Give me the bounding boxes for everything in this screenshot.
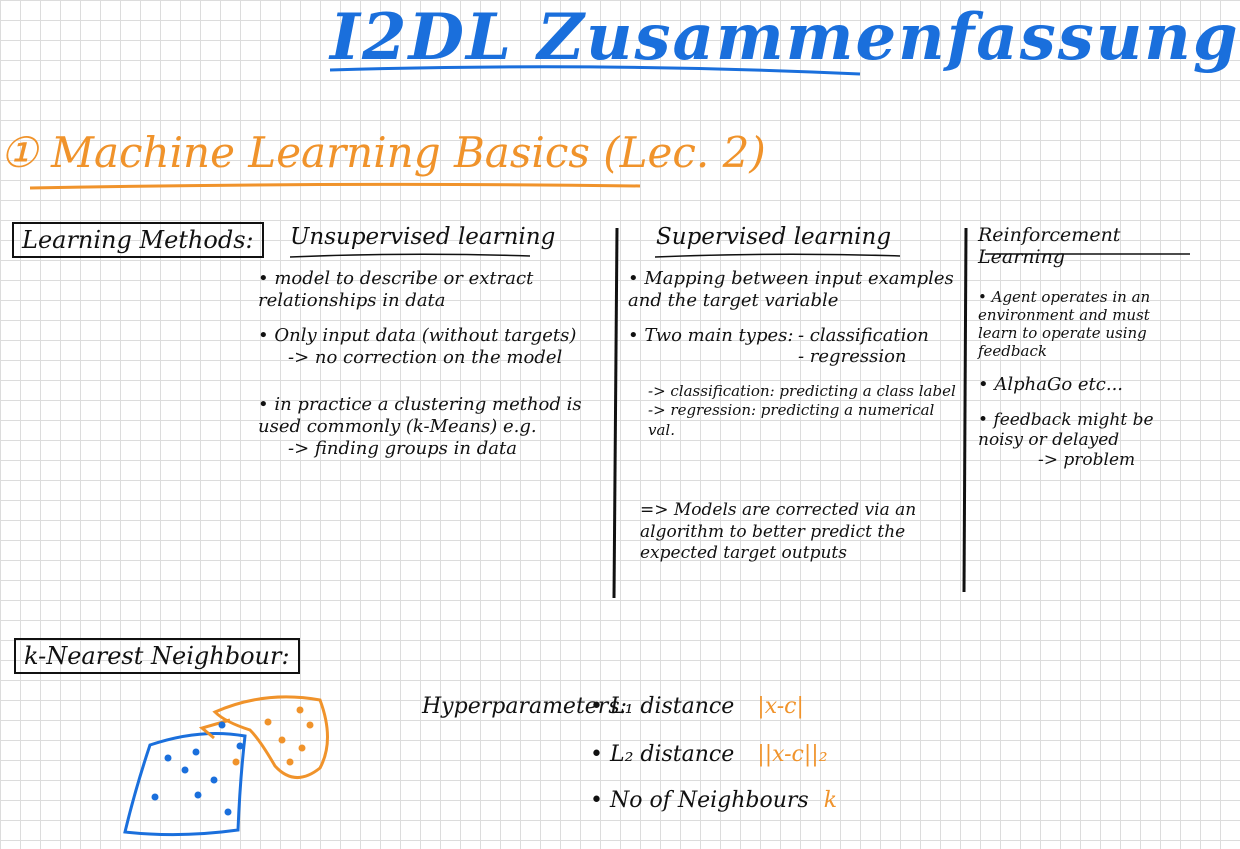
reinforcement-bullet-2: AlphaGo etc... xyxy=(978,374,1193,396)
hyperparam-k-label: • No of Neighbours xyxy=(590,788,809,813)
point xyxy=(236,742,244,750)
column-reinforcement: Reinforcement Learning Agent operates in… xyxy=(978,224,1193,485)
note-classification: -> classification: predicting a class la… xyxy=(648,381,956,400)
column-supervised: Supervised learning Mapping between inpu… xyxy=(628,224,958,564)
point xyxy=(151,793,159,801)
note-regression: -> regression: predicting a numerical va… xyxy=(648,401,935,439)
supervised-bullet-1: Mapping between input examples and the t… xyxy=(628,268,958,311)
point xyxy=(296,706,304,714)
reinforcement-bullets: Agent operates in an environment and mus… xyxy=(978,288,1193,471)
reinforcement-bullet-1: Agent operates in an environment and mus… xyxy=(978,288,1193,360)
unsupervised-bullet-1: model to describe or extract relationshi… xyxy=(258,268,608,311)
point xyxy=(264,718,272,726)
hyperparam-l1-label: • L₁ distance xyxy=(590,694,735,719)
supervised-bullets: Mapping between input examples and the t… xyxy=(628,268,958,368)
unsupervised-note: -> no correction on the model xyxy=(288,346,563,368)
ink-strokes xyxy=(29,65,1190,837)
unsupervised-sub: -> finding groups in data xyxy=(288,437,517,459)
point xyxy=(194,791,202,799)
heading-reinforcement: Reinforcement Learning xyxy=(978,224,1121,268)
learning-methods-label: Learning Methods: xyxy=(12,222,264,258)
point xyxy=(286,758,294,766)
kmeans-note: (k-Means) e.g. xyxy=(405,415,537,437)
hyperparam-l2: • L₂ distance ||x-c||₂ xyxy=(590,742,828,767)
column-divider-1 xyxy=(612,227,619,599)
supervised-bullet-2: Two main types: - classification - regre… xyxy=(628,325,958,368)
blue-points xyxy=(151,721,244,816)
heading-underline-unsupervised xyxy=(289,253,531,258)
orange-points xyxy=(232,706,314,766)
orange-cluster-outline xyxy=(212,695,329,779)
reinforcement-bullet-3: feedback might be noisy or delayed -> pr… xyxy=(978,410,1193,471)
blue-cluster-outline xyxy=(123,731,247,837)
unsupervised-bullet-3: in practice a clustering method is used … xyxy=(258,394,608,459)
heading-unsupervised: Unsupervised learning xyxy=(290,224,556,250)
point xyxy=(218,721,226,729)
point xyxy=(232,758,240,766)
page-title: I2DL Zusammenfassung xyxy=(330,0,1240,75)
unsupervised-bullets: model to describe or extract relationshi… xyxy=(258,268,608,459)
point xyxy=(164,754,172,762)
hyperparam-k-formula: k xyxy=(823,788,838,813)
knn-label: k-Nearest Neighbour: xyxy=(14,638,300,674)
point xyxy=(210,776,218,784)
hyperparam-l1: • L₁ distance |x-c| xyxy=(590,694,804,719)
hyperparam-k: • No of Neighbours k xyxy=(590,788,837,813)
point xyxy=(224,808,232,816)
hyperparam-l1-formula: |x-c| xyxy=(757,694,804,719)
type-classification: - classification xyxy=(798,324,929,346)
point xyxy=(181,766,189,774)
title-underline xyxy=(329,65,861,76)
reinforcement-sub: -> problem xyxy=(1038,450,1136,471)
unsupervised-bullet-2: Only input data (without targets) -> no … xyxy=(258,325,608,368)
heading-underline-supervised xyxy=(654,253,901,258)
hyperparam-l2-formula: ||x-c||₂ xyxy=(757,742,828,767)
section-underline xyxy=(29,182,641,190)
hyperparam-l2-label: • L₂ distance xyxy=(590,742,735,767)
type-regression: - regression xyxy=(798,346,907,368)
supervised-notes: -> classification: predicting a class la… xyxy=(628,382,958,441)
supervised-conclusion: => Models are corrected via an algorithm… xyxy=(640,500,917,563)
point xyxy=(192,748,200,756)
heading-supervised: Supervised learning xyxy=(656,224,892,250)
hyperparameters-label: Hyperparameters: xyxy=(422,694,628,719)
point xyxy=(306,721,314,729)
orange-arrow xyxy=(198,718,231,740)
point xyxy=(298,744,306,752)
column-unsupervised: Unsupervised learning model to describe … xyxy=(258,224,608,473)
column-divider-2 xyxy=(962,227,968,593)
point xyxy=(278,736,286,744)
section-heading-ml-basics: ① Machine Learning Basics (Lec. 2) xyxy=(0,128,766,177)
knn-cluster-sketch xyxy=(123,695,329,837)
